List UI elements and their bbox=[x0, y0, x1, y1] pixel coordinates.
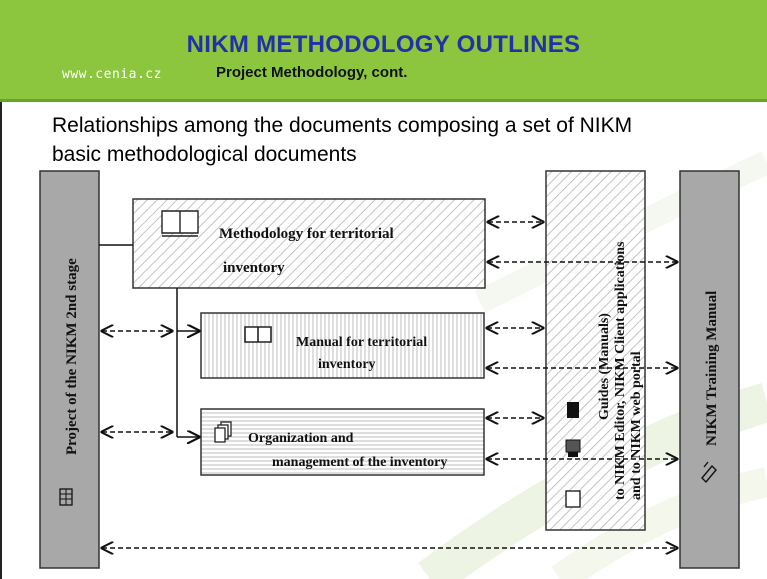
left-border bbox=[0, 102, 2, 579]
organization-line-1: Organization and bbox=[248, 431, 354, 446]
book-icon bbox=[161, 210, 199, 237]
methodology-box bbox=[132, 198, 486, 289]
building-icon bbox=[59, 488, 73, 506]
website-url: www.cenia.cz bbox=[62, 67, 162, 82]
floppy-icon bbox=[565, 490, 581, 508]
left-column bbox=[39, 170, 100, 569]
tree-connectors bbox=[99, 244, 199, 437]
left-column-label: Project of the NIKM 2nd stage bbox=[64, 258, 80, 455]
organization-box bbox=[200, 408, 485, 476]
pen-icon bbox=[701, 461, 717, 484]
right-column-label: NIKM Training Manual bbox=[704, 291, 720, 446]
methodology-line-1: Methodology for territorial bbox=[219, 226, 394, 242]
guides-label-line-1: Guides (Manuals) bbox=[597, 313, 612, 420]
computer-icon bbox=[565, 439, 581, 457]
guides-column bbox=[545, 170, 646, 531]
open-book-icon bbox=[244, 326, 272, 343]
cd-icon bbox=[567, 402, 579, 418]
dashed-arrows bbox=[102, 222, 677, 548]
slide-header: NIKM METHODOLOGY OUTLINES www.cenia.cz P… bbox=[0, 0, 767, 102]
right-column bbox=[679, 170, 740, 569]
guides-label-line-3: and to NIKM web portal bbox=[629, 351, 644, 500]
documents-icon bbox=[214, 421, 232, 443]
slide-subtitle: Project Methodology, cont. bbox=[216, 64, 408, 81]
intro-text: Relationships among the documents compos… bbox=[52, 114, 633, 166]
guides-label-line-2: to NIKM Editor, NIKM Client applications bbox=[613, 241, 628, 500]
manual-line-1: Manual for territorial bbox=[296, 335, 427, 350]
organization-line-2: management of the inventory bbox=[272, 455, 447, 470]
methodology-line-2: inventory bbox=[223, 260, 285, 276]
slide-title: NIKM METHODOLOGY OUTLINES bbox=[186, 31, 581, 58]
manual-box bbox=[200, 312, 485, 379]
manual-line-2: inventory bbox=[318, 357, 376, 372]
